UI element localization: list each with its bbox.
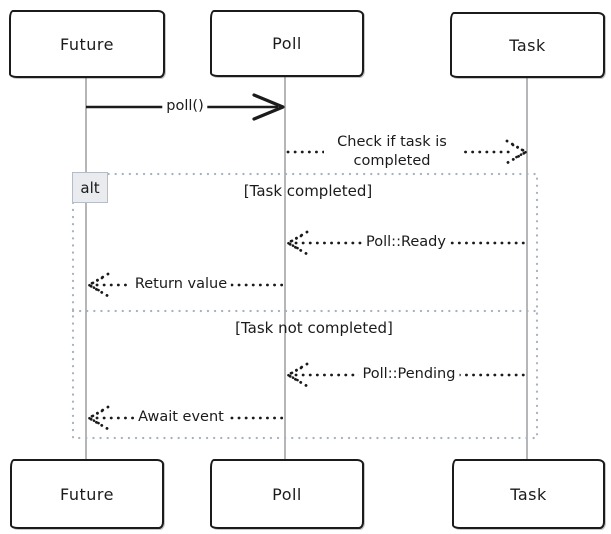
participant-future-top: Future bbox=[9, 10, 165, 78]
participant-poll-top: Poll bbox=[210, 10, 364, 77]
participant-poll-bottom-label: Poll bbox=[272, 484, 302, 504]
participant-poll-top-label: Poll bbox=[272, 34, 302, 53]
message-poll-pending: Poll::Pending bbox=[358, 365, 460, 384]
arrow-return-head-inner bbox=[87, 276, 104, 294]
message-await-event: Await event bbox=[134, 408, 228, 427]
alt-operator-label: alt bbox=[72, 172, 108, 203]
arrow-pending-head-inner bbox=[286, 366, 303, 384]
arrow-check-head bbox=[505, 139, 528, 165]
participant-future-bottom: Future bbox=[10, 459, 164, 529]
alt-frame-border bbox=[71, 172, 539, 440]
guard-task-not-completed: [Task not completed] bbox=[235, 319, 393, 337]
participant-task-top: Task bbox=[450, 12, 605, 78]
participant-poll-bottom: Poll bbox=[210, 459, 364, 529]
message-check-task: Check if task is completed bbox=[324, 133, 460, 171]
guard-task-completed: [Task completed] bbox=[243, 182, 373, 200]
participant-future-top-label: Future bbox=[60, 34, 114, 54]
participant-task-bottom: Task bbox=[452, 459, 605, 529]
participant-task-top-label: Task bbox=[509, 35, 546, 55]
arrow-check-head-inner bbox=[511, 143, 528, 161]
message-return-value: Return value bbox=[130, 275, 232, 294]
arrow-poll-call-head bbox=[252, 93, 285, 121]
arrow-ready-head-inner bbox=[286, 234, 303, 252]
participant-task-bottom-label: Task bbox=[510, 484, 547, 504]
message-poll-ready: Poll::Ready bbox=[362, 233, 450, 252]
arrow-await-head-inner bbox=[87, 409, 104, 427]
message-poll-call: poll() bbox=[162, 97, 208, 116]
participant-future-bottom-label: Future bbox=[60, 484, 114, 504]
